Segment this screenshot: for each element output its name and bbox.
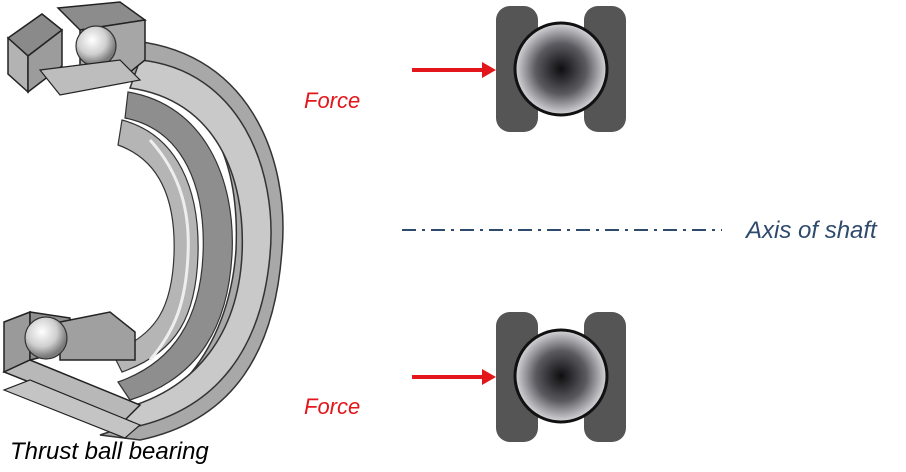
top-section	[6, 1, 147, 96]
ball-bottom-3d	[24, 316, 68, 360]
force-label-bottom: Force	[304, 394, 361, 419]
raceway-highlight	[148, 138, 190, 361]
ball-top	[513, 21, 609, 117]
cross-section-bottom	[412, 312, 626, 442]
bearing-caption: Thrust ball bearing	[10, 438, 209, 465]
axis-of-shaft-label: Axis of shaft	[746, 217, 877, 244]
arrowhead-top	[482, 62, 496, 78]
thrust-bearing-illustration	[2, 1, 284, 441]
ball-top-3d	[75, 25, 117, 67]
raceway-groove	[117, 91, 233, 401]
ball-bottom	[513, 328, 609, 424]
bottom-section	[2, 310, 142, 439]
arrowhead-bottom	[482, 369, 496, 385]
cross-section-top	[412, 6, 626, 132]
force-label-top: Force	[304, 88, 361, 113]
